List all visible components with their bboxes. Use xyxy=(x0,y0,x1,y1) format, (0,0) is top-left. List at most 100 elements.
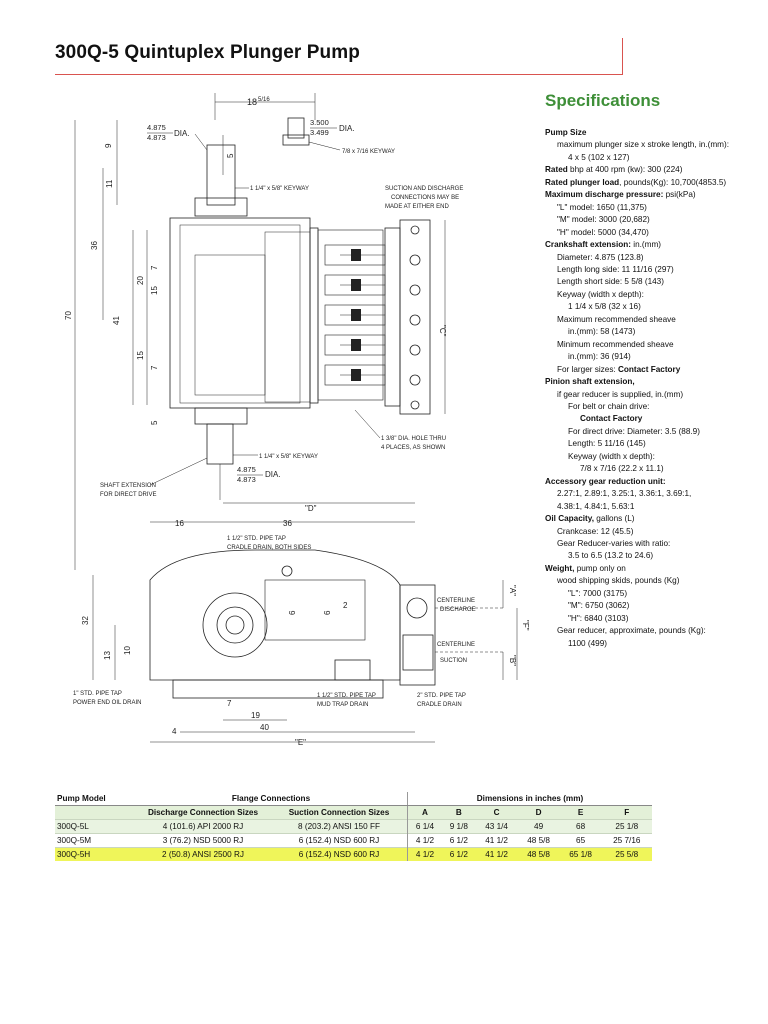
keyway-bottom-label: 1 1/4" x 5/8" KEYWAY xyxy=(259,454,318,460)
dim-70: 70 xyxy=(64,311,73,320)
tap-mud-1: 1 1/2" STD. PIPE TAP xyxy=(317,693,376,699)
dim-7c: 7 xyxy=(227,699,232,708)
dim-9: 9 xyxy=(104,143,113,148)
cell-e: 68 xyxy=(559,819,602,834)
dim-15b: 15 xyxy=(136,351,145,360)
spec-line: 4 x 5 (102 x 127) xyxy=(568,152,630,162)
spec-line: wood shipping skids, pounds (Kg) xyxy=(557,576,680,586)
spec-line: 7/8 x 7/16 (22.2 x 11.1) xyxy=(580,464,664,474)
specifications-panel: Specifications Pump Size maximum plunger … xyxy=(545,91,760,650)
dim-top-width-frac: 5/16 xyxy=(258,97,270,103)
spec-line: Weight, pump only on xyxy=(545,563,626,573)
col-flange-connections: Flange Connections xyxy=(135,792,408,806)
spec-line: Diameter: 4.875 (123.8) xyxy=(557,252,644,262)
dim-19: 19 xyxy=(251,711,260,720)
spec-line: maximum plunger size x stroke length, in… xyxy=(557,140,729,150)
spec-line: Minimum recommended sheave xyxy=(557,339,674,349)
cell-suction: 6 (152.4) NSD 600 RJ xyxy=(271,847,408,861)
keyway-top-label: 7/8 x 7/16 KEYWAY xyxy=(342,149,395,155)
spec-line: Accessory gear reduction unit: xyxy=(545,476,666,486)
spec-line: 1 1/4 x 5/8 (32 x 16) xyxy=(568,302,641,312)
tap-mud-2: MUD TRAP DRAIN xyxy=(317,702,368,708)
spec-line: 2.27:1, 2.89:1, 3.25:1, 3.36:1, 3.69:1, xyxy=(557,489,692,499)
spec-line: Rated bhp at 400 rpm (kw): 300 (224) xyxy=(545,165,683,175)
spec-line: Oil Capacity, gallons (L) xyxy=(545,514,635,524)
spec-line: if gear reducer is supplied, in.(mm) xyxy=(557,389,684,399)
cell-suction: 8 (203.2) ANSI 150 FF xyxy=(271,819,408,834)
col-a: A xyxy=(407,805,443,820)
dim-4875-a: 4.875 xyxy=(147,123,166,132)
shaft-ext-2: FOR DIRECT DRIVE xyxy=(100,492,157,498)
dim-16: 16 xyxy=(175,519,184,528)
shaft-ext-1: SHAFT EXTENSION xyxy=(100,483,156,489)
dim-top-width: 18 xyxy=(247,97,257,107)
table-row: 300Q-5H 2 (50.8) ANSI 2500 RJ 6 (152.4) … xyxy=(55,847,652,861)
col-d: D xyxy=(517,805,560,820)
dim-shaft-top-dia: DIA. xyxy=(339,124,355,133)
dim-2: 2 xyxy=(343,601,348,610)
cell-b: 9 1/8 xyxy=(442,819,476,834)
spec-line: "M": 6750 (3062) xyxy=(568,601,630,611)
tap-oil-2: POWER END OIL DRAIN xyxy=(73,700,141,706)
spec-line: For belt or chain drive: xyxy=(568,401,650,411)
col-pump-model: Pump Model xyxy=(55,792,135,806)
spec-line: Crankcase: 12 (45.5) xyxy=(557,526,634,536)
dim-41: 41 xyxy=(112,316,121,325)
centerline-suction-2: SUCTION xyxy=(440,658,467,664)
dim-4: 4 xyxy=(172,727,177,736)
tap-cradle-2: CRADLE DRAIN, BOTH SIDES xyxy=(227,545,311,551)
col-suction: Suction Connection Sizes xyxy=(271,805,408,820)
spec-line: Keyway (width x depth): xyxy=(568,451,655,461)
table-row: 300Q-5L 4 (101.6) API 2000 RJ 8 (203.2) … xyxy=(55,819,652,834)
spec-line: "L" model: 1650 (11,375) xyxy=(557,202,647,212)
title-rule xyxy=(55,74,623,75)
dim-shaft-top-3500: 3.500 xyxy=(310,118,329,127)
dim-36: 36 xyxy=(90,241,99,250)
dim-label-b: "B" xyxy=(508,655,517,666)
dim-4873-b: 4.873 xyxy=(237,475,256,484)
spec-line: Pinion shaft extension, xyxy=(545,377,635,387)
dim-label-c: "C" xyxy=(438,325,447,337)
cell-suction: 6 (152.4) NSD 600 RJ xyxy=(271,833,408,848)
cell-discharge: 4 (101.6) API 2000 RJ xyxy=(135,819,271,834)
dim-label-d: "D" xyxy=(305,504,317,513)
spec-line: Contact Factory xyxy=(580,414,643,424)
spec-line: in.(mm): 36 (914) xyxy=(568,352,631,362)
col-e: E xyxy=(559,805,602,820)
hole-note-1: 1 3/8" DIA. HOLE THRU xyxy=(381,436,446,442)
note-line-3: MADE AT EITHER END xyxy=(385,204,449,210)
spec-line: Length: 5 11/16 (145) xyxy=(568,439,646,449)
cell-discharge: 2 (50.8) ANSI 2500 RJ xyxy=(135,847,271,861)
cell-a: 4 1/2 xyxy=(407,833,443,848)
cell-e: 65 xyxy=(559,833,602,848)
spec-line: For larger sizes: Contact Factory xyxy=(557,364,681,374)
spec-line: For direct drive: Diameter: 3.5 (88.9) xyxy=(568,426,700,436)
specifications-heading: Specifications xyxy=(545,91,661,110)
dim-11: 11 xyxy=(105,179,114,188)
spec-line: Pump Size xyxy=(545,128,587,137)
spec-line: in.(mm): 58 (1473) xyxy=(568,327,636,337)
spec-line: Rated plunger load, pounds(Kg): 10,700(4… xyxy=(545,177,727,187)
cell-model: 300Q-5L xyxy=(55,819,135,834)
spec-line: "L": 7000 (3175) xyxy=(568,588,628,598)
spec-line: Length long side: 11 11/16 (297) xyxy=(557,264,674,274)
dim-4873-a: 4.873 xyxy=(147,133,166,142)
dim-6b: 6 xyxy=(323,610,332,615)
tap-oil-1: 1" STD. PIPE TAP xyxy=(73,691,122,697)
dim-7a: 7 xyxy=(150,265,159,270)
dim-dia-a: DIA. xyxy=(174,129,190,138)
col-blank xyxy=(55,805,135,820)
dim-6a: 6 xyxy=(288,610,297,615)
cell-b: 6 1/2 xyxy=(442,847,476,861)
spec-line: 3.5 to 6.5 (13.2 to 24.6) xyxy=(568,551,654,561)
spec-line: Keyway (width x depth): xyxy=(557,289,644,299)
tap-cradle2-1: 2" STD. PIPE TAP xyxy=(417,693,466,699)
spec-line: "H" model: 5000 (34,470) xyxy=(557,227,649,237)
dim-label-e: "E" xyxy=(295,738,306,747)
spec-line: Maximum discharge pressure: psi(kPa) xyxy=(545,190,696,200)
tap-cradle-1: 1 1/2" STD. PIPE TAP xyxy=(227,536,286,542)
spec-lines: Pump Size maximum plunger size x stroke l… xyxy=(545,127,760,650)
keyway-left-label: 1 1/4" x 5/8" KEYWAY xyxy=(250,186,309,192)
cell-a: 6 1/4 xyxy=(407,819,443,834)
spec-line: 1100 (499) xyxy=(568,638,607,648)
